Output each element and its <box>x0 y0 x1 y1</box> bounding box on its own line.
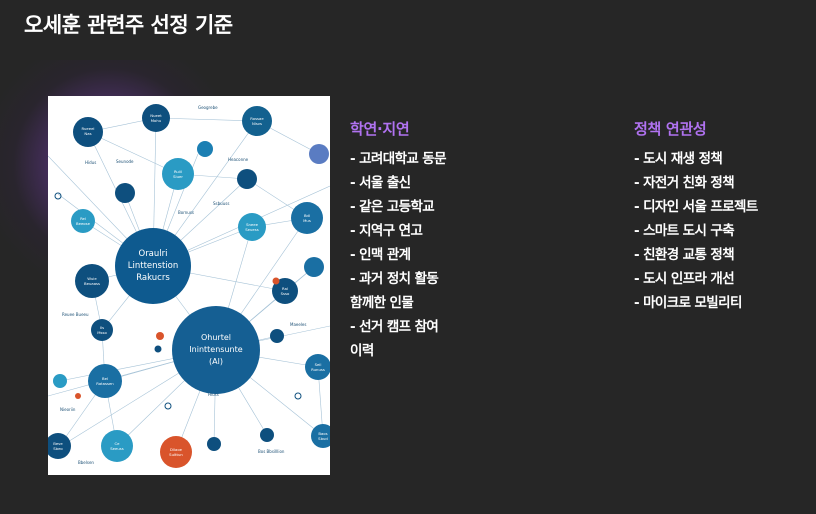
svg-text:Sbud: Sbud <box>318 436 328 441</box>
svg-text:Bbelsen: Bbelsen <box>78 460 94 465</box>
list-item: 함께한 인물 <box>350 295 414 311</box>
criteria-column-policy: 정책 연관성 - 도시 재생 정책 - 자전거 친화 정책 - 디자인 서울 프… <box>634 118 809 315</box>
criteria-list: - 도시 재생 정책 - 자전거 친화 정책 - 디자인 서울 프로젝트 - 스… <box>634 147 809 315</box>
svg-text:Rueeel: Rueeel <box>82 126 95 131</box>
svg-text:Ssbuuss: Ssbuuss <box>213 201 229 206</box>
svg-text:Ratassen: Ratassen <box>96 381 114 386</box>
svg-text:Baos: Baos <box>318 431 327 436</box>
svg-text:Ssso: Ssso <box>281 291 290 296</box>
svg-text:Beeose: Beeose <box>76 221 91 226</box>
svg-text:Seuess: Seuess <box>245 227 258 232</box>
list-item: - 과거 정치 활동 <box>350 271 439 287</box>
svg-text:Runuss: Runuss <box>311 367 325 372</box>
network-diagram-image: Geogrebe Hidus Seunode Ssbuuss Heaconne … <box>48 96 330 475</box>
list-item: - 인맥 관계 <box>350 247 411 263</box>
list-item: - 고려대학교 동문 <box>350 151 447 167</box>
svg-text:Mus: Mus <box>303 218 311 223</box>
main-hub-label-line-3: Rakucrs <box>136 273 170 283</box>
second-hub-label-line-2: Ininttensunte <box>189 345 242 354</box>
list-item: - 스마트 도시 구축 <box>634 223 735 239</box>
svg-text:Beuaass: Beuaass <box>84 281 100 286</box>
list-item: - 자전거 친화 정책 <box>634 175 735 191</box>
svg-text:Ils: Ils <box>100 325 104 330</box>
list-item: - 선거 캠프 참여 <box>350 319 439 335</box>
list-item: 이력 <box>350 343 374 359</box>
criteria-column-school-region: 학연·지연 - 고려대학교 동문 - 서울 출신 - 같은 고등학교 - 지역구… <box>350 118 480 363</box>
svg-text:Reuee Bueeu: Reuee Bueeu <box>62 312 89 317</box>
list-item: - 같은 고등학교 <box>350 199 435 215</box>
list-item: - 서울 출신 <box>350 175 411 191</box>
list-item: - 지역구 연고 <box>350 223 423 239</box>
svg-text:Nueet: Nueet <box>150 113 162 118</box>
svg-text:Ce: Ce <box>115 441 121 446</box>
svg-text:Sneee: Sneee <box>246 222 258 227</box>
svg-text:Ral: Ral <box>282 286 288 291</box>
svg-text:Mohu: Mohu <box>151 118 162 123</box>
svg-text:Dllaoe: Dllaoe <box>170 447 183 452</box>
column-heading: 정책 연관성 <box>634 120 707 138</box>
svg-text:Bdl: Bdl <box>304 213 310 218</box>
svg-text:Heaconne: Heaconne <box>228 157 249 162</box>
second-hub-label-line-3: (Al) <box>209 357 223 366</box>
column-heading: 학연·지연 <box>350 120 410 138</box>
svg-text:Bornuss: Bornuss <box>178 210 194 215</box>
svg-text:Rossae: Rossae <box>250 116 264 121</box>
svg-text:Bos Bbsilllion: Bos Bbsilllion <box>258 449 285 454</box>
list-item: - 마이크로 모빌리티 <box>634 295 742 311</box>
second-hub-label-line-1: Ohurtel <box>201 333 231 342</box>
list-item: - 디자인 서울 프로젝트 <box>634 199 758 215</box>
list-item: - 친환경 교통 정책 <box>634 247 735 263</box>
page-title: 오세훈 관련주 선정 기준 <box>24 13 233 37</box>
svg-text:Sulttun: Sulttun <box>169 452 183 457</box>
svg-text:Beve: Beve <box>53 441 63 446</box>
svg-text:Ruiil: Ruiil <box>174 169 182 174</box>
svg-text:Sbeo: Sbeo <box>53 446 63 451</box>
main-hub-label-line-1: Oraulri <box>139 249 168 259</box>
svg-text:Seunode: Seunode <box>116 159 134 164</box>
svg-text:Nieoriin: Nieoriin <box>60 407 76 412</box>
svg-text:Rel: Rel <box>80 216 86 221</box>
svg-text:Seil: Seil <box>315 362 322 367</box>
svg-text:Hluss: Hluss <box>208 392 219 397</box>
svg-text:Maeeles: Maeeles <box>290 322 306 327</box>
criteria-list: - 고려대학교 동문 - 서울 출신 - 같은 고등학교 - 지역구 연고 - … <box>350 147 480 363</box>
svg-text:Hidus: Hidus <box>85 160 96 165</box>
main-hub-label-line-2: Linttenstion <box>128 261 178 271</box>
svg-text:Msso: Msso <box>97 330 107 335</box>
svg-text:Bel: Bel <box>102 376 108 381</box>
list-item: - 도시 재생 정책 <box>634 151 723 167</box>
svg-text:Nas: Nas <box>84 131 91 136</box>
svg-text:Wuie: Wuie <box>87 276 97 281</box>
svg-text:Seeuss: Seeuss <box>110 446 123 451</box>
svg-text:Geogrebe: Geogrebe <box>198 105 218 110</box>
svg-text:Siuer: Siuer <box>173 174 183 179</box>
list-item: - 도시 인프라 개선 <box>634 271 735 287</box>
svg-text:Nlsvs: Nlsvs <box>252 121 262 126</box>
